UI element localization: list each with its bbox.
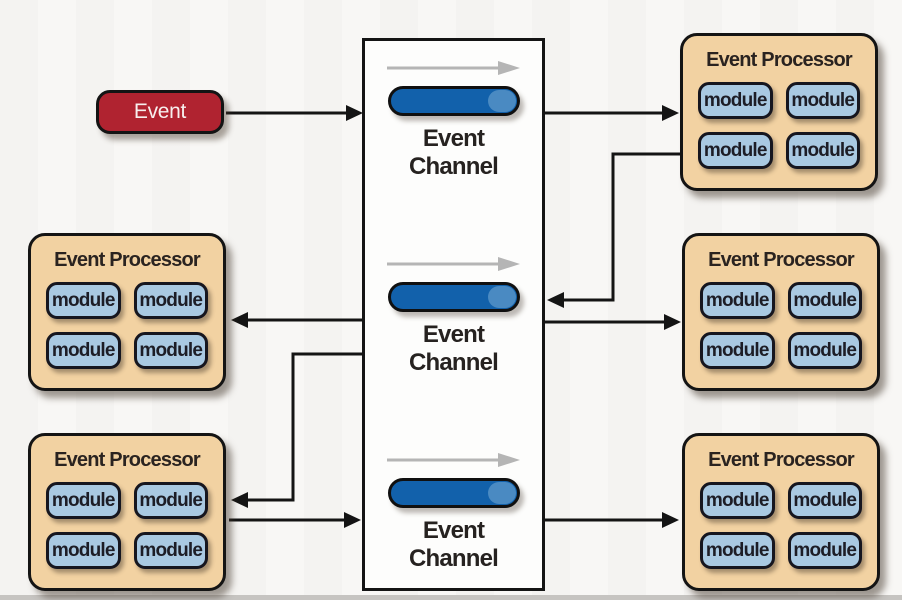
module-pill: module bbox=[787, 332, 862, 369]
event-processor-left-bottom: Event Processor module module module mod… bbox=[28, 433, 226, 591]
module-grid: module module module module bbox=[31, 472, 223, 569]
channel-label: Event Channel bbox=[408, 321, 499, 377]
processor-title: Event Processor bbox=[54, 249, 201, 271]
module-pill: module bbox=[787, 532, 862, 569]
channel-queue-pill bbox=[387, 282, 520, 312]
event-processor-right-top: Event Processor module module module mod… bbox=[680, 33, 878, 191]
event-processor-right-middle: Event Processor module module module mod… bbox=[682, 233, 880, 391]
event-node: Event bbox=[96, 90, 224, 134]
module-grid: module module module module bbox=[683, 72, 875, 169]
module-pill: module bbox=[46, 282, 121, 319]
module-grid: module module module module bbox=[685, 272, 877, 369]
arrowhead-into-channel-middle bbox=[547, 292, 564, 308]
module-pill: module bbox=[133, 332, 208, 369]
module-pill: module bbox=[133, 282, 208, 319]
event-channel-middle: Event Channel bbox=[365, 255, 542, 378]
event-label: Event bbox=[133, 100, 187, 123]
arrowhead-into-channel-top bbox=[346, 105, 363, 121]
arrowhead-into-left-bottom bbox=[231, 492, 248, 508]
channel-queue-pill bbox=[387, 478, 520, 508]
event-channel-top: Event Channel bbox=[365, 59, 542, 182]
module-pill: module bbox=[698, 132, 773, 169]
module-grid: module module module module bbox=[685, 472, 877, 569]
module-pill: module bbox=[698, 82, 773, 119]
channel-queue-pill bbox=[387, 86, 520, 116]
module-pill: module bbox=[785, 82, 860, 119]
arrowhead-into-channel-bottom bbox=[344, 512, 361, 528]
processor-title: Event Processor bbox=[708, 249, 855, 271]
flow-direction-icon bbox=[386, 257, 520, 271]
connector-right-top-to-channel-middle bbox=[563, 152, 681, 302]
module-pill: module bbox=[787, 282, 862, 319]
module-pill: module bbox=[133, 482, 208, 519]
module-pill: module bbox=[700, 532, 775, 569]
flow-direction-icon bbox=[386, 453, 520, 467]
processor-title: Event Processor bbox=[706, 49, 853, 71]
module-pill: module bbox=[700, 282, 775, 319]
arrowhead-into-left-middle bbox=[231, 312, 248, 328]
module-pill: module bbox=[46, 482, 121, 519]
arrowhead-into-right-top bbox=[662, 105, 679, 121]
event-channel-container: Event Channel Event Channel Event Channe… bbox=[362, 38, 545, 591]
module-pill: module bbox=[46, 532, 121, 569]
flow-direction-icon bbox=[386, 61, 520, 75]
module-grid: module module module module bbox=[31, 272, 223, 369]
module-pill: module bbox=[700, 482, 775, 519]
arrowhead-into-right-bottom bbox=[662, 512, 679, 528]
processor-title: Event Processor bbox=[708, 449, 855, 471]
arrowhead-into-right-middle bbox=[664, 314, 681, 330]
bottom-edge-strip bbox=[0, 595, 902, 600]
event-processor-right-bottom: Event Processor module module module mod… bbox=[682, 433, 880, 591]
channel-label: Event Channel bbox=[408, 125, 499, 181]
processor-title: Event Processor bbox=[54, 449, 201, 471]
module-pill: module bbox=[700, 332, 775, 369]
event-channel-bottom: Event Channel bbox=[365, 451, 542, 574]
module-pill: module bbox=[785, 132, 860, 169]
connector-channel-middle-to-left-bottom bbox=[247, 352, 363, 502]
module-pill: module bbox=[133, 532, 208, 569]
module-pill: module bbox=[46, 332, 121, 369]
event-processor-left-middle: Event Processor module module module mod… bbox=[28, 233, 226, 391]
module-pill: module bbox=[787, 482, 862, 519]
channel-label: Event Channel bbox=[408, 517, 499, 573]
